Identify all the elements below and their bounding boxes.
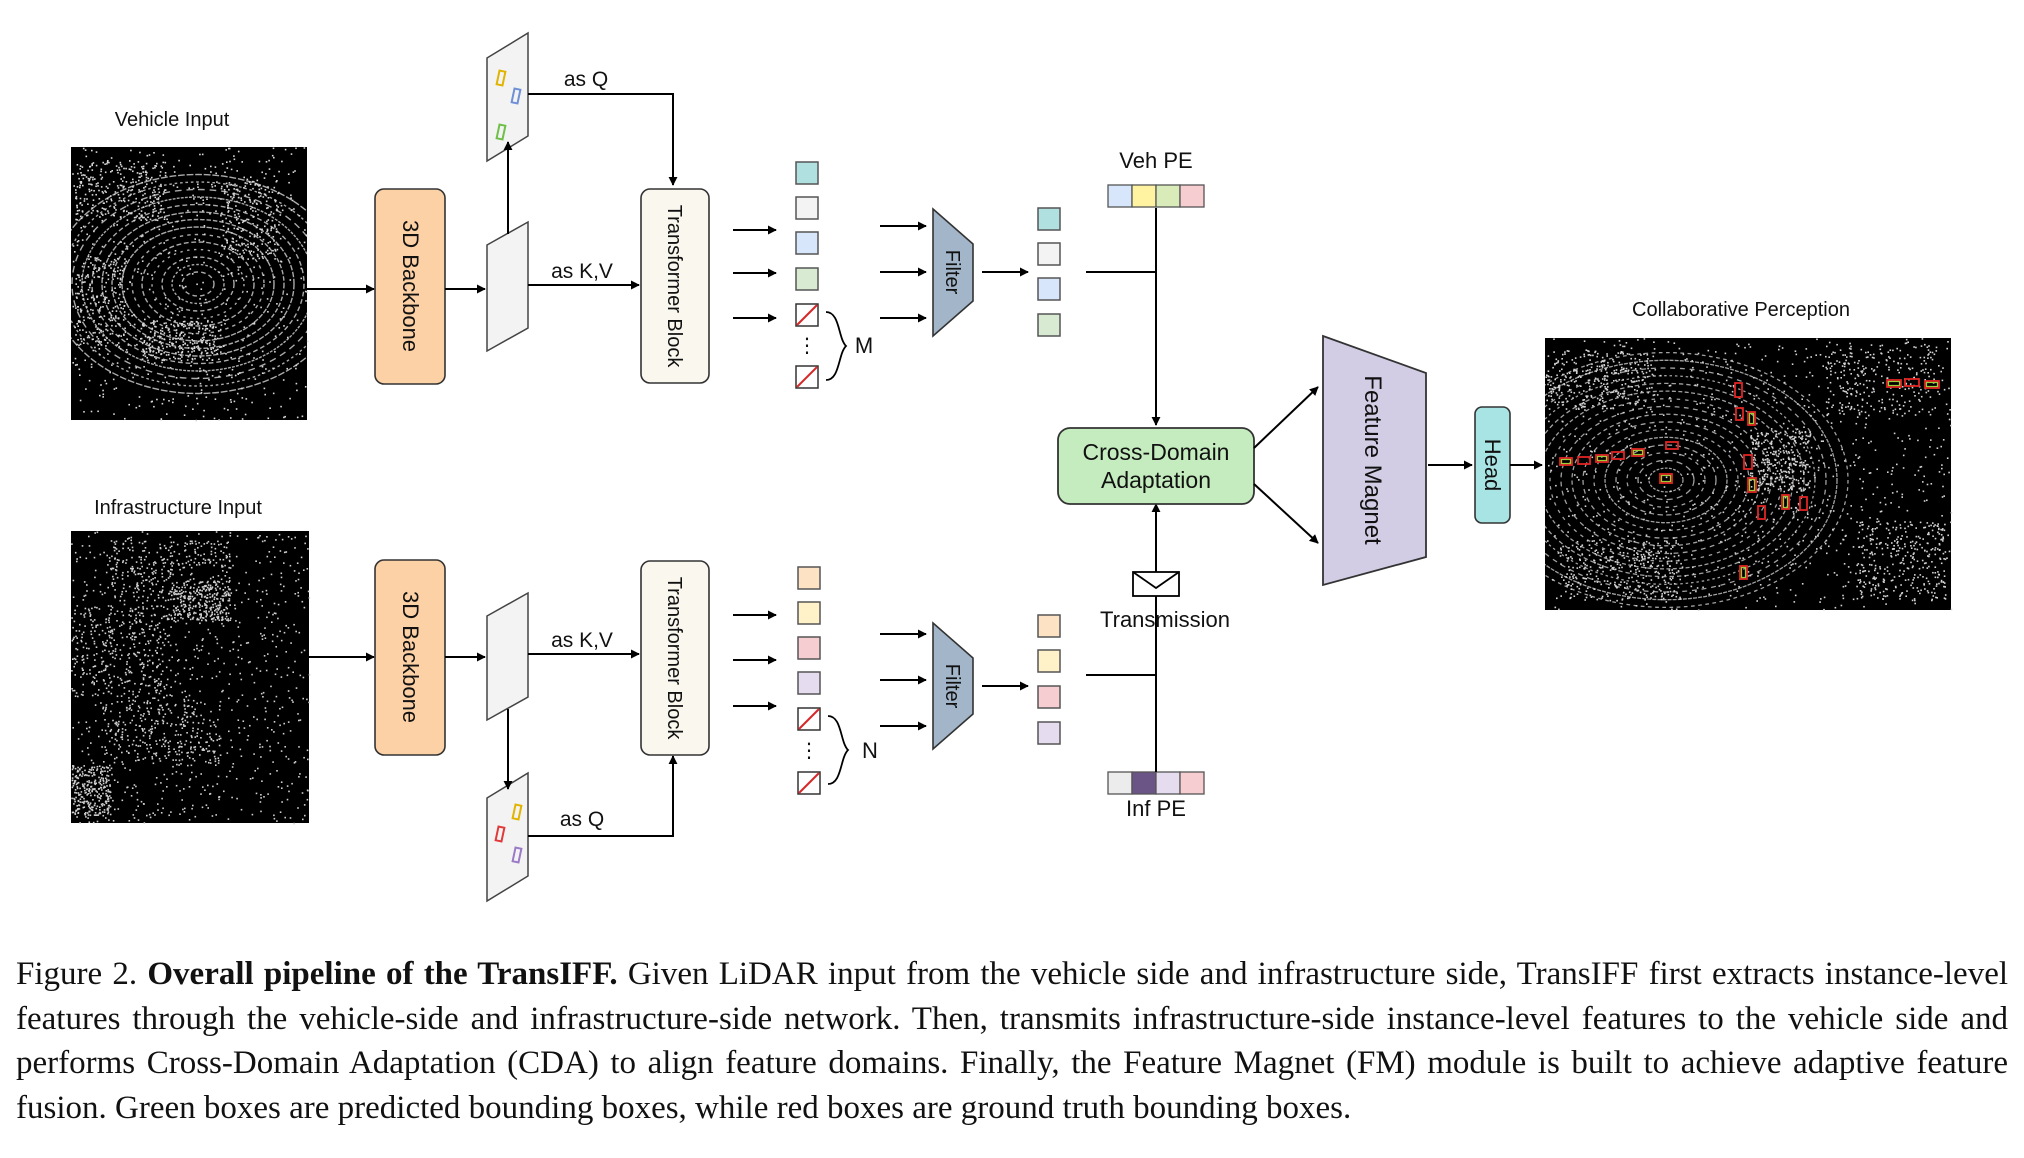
- inf-transformer-output-arrows: [733, 610, 777, 711]
- veh-query-square-4: [795, 267, 819, 291]
- veh-transformer-output-arrows: [733, 225, 777, 323]
- query-count-n: N: [862, 738, 878, 763]
- vehicle-query-features: [795, 161, 819, 291]
- vehicle-query-plane: [486, 31, 529, 163]
- veh-query-square-1: [795, 161, 819, 185]
- infrastructure-query-features: [797, 566, 821, 695]
- veh-query-square-3: [795, 231, 819, 255]
- veh-dots: ⋮: [797, 335, 817, 357]
- feature-magnet-label: Feature Magnet: [1359, 375, 1386, 545]
- inf-filtered-square-3: [1037, 685, 1061, 709]
- veh-pe-cell-3: [1155, 184, 1181, 208]
- veh-filtered-square-4: [1037, 313, 1061, 337]
- vehicle-filter: Filter: [932, 207, 974, 338]
- veh-as-q-label: as Q: [564, 68, 608, 91]
- vehicle-transformer-block: Transformer Block: [640, 188, 710, 384]
- inf-pe-cell-2: [1131, 771, 1157, 795]
- cda-line1: Cross-Domain: [1083, 439, 1230, 465]
- vehicle-backbone: 3D Backbone: [374, 188, 446, 385]
- inf-query-square-4: [797, 671, 821, 695]
- veh-filtered-square-3: [1037, 277, 1061, 301]
- infrastructure-transformer-label: Transformer Block: [663, 577, 685, 741]
- arrow-inf-query-transformer: [528, 755, 678, 837]
- infrastructure-lidar-image: [71, 531, 311, 825]
- infrastructure-query-plane: [486, 771, 529, 903]
- inf-as-q-label: as Q: [560, 808, 604, 831]
- inf-filtered-square-2: [1037, 649, 1061, 673]
- inf-brace: [827, 715, 850, 785]
- veh-pe-cell-2: [1131, 184, 1157, 208]
- transmission-label: Transmission: [1100, 607, 1230, 632]
- infrastructure-filter-label: Filter: [941, 664, 963, 709]
- pipeline-diagram: Vehicle Input Infrastructure Input 3D Ba…: [71, 31, 1953, 903]
- inf-pe-cell-3: [1155, 771, 1181, 795]
- vehicle-backbone-label: 3D Backbone: [398, 220, 423, 352]
- veh-filtered-square-1: [1037, 207, 1061, 231]
- inf-filtered-square-1: [1037, 614, 1061, 638]
- veh-pe-cell-1: [1107, 184, 1133, 208]
- infrastructure-filtered-features: [1037, 614, 1061, 745]
- inf-filtered-square-4: [1037, 721, 1061, 745]
- inf-filter-in-arrows: [880, 629, 927, 731]
- head-label: Head: [1480, 439, 1505, 492]
- inf-query-square-3: [797, 636, 821, 660]
- vehicle-input-label: Vehicle Input: [115, 109, 230, 131]
- veh-pe-label: Veh PE: [1119, 148, 1192, 173]
- infrastructure-filter: Filter: [932, 621, 974, 751]
- inf-pe-label: Inf PE: [1126, 796, 1186, 821]
- arrow-cda-magnet-bottom: [1253, 483, 1319, 544]
- inf-pe-bar: [1107, 771, 1205, 795]
- caption-title: Overall pipeline of the TransIFF.: [147, 956, 618, 992]
- inf-pe-cell-1: [1107, 771, 1133, 795]
- envelope-icon: [1132, 571, 1180, 597]
- infrastructure-transformer-block: Transformer Block: [640, 560, 710, 756]
- inf-query-square-1: [797, 566, 821, 590]
- veh-pe-bar: [1107, 184, 1205, 208]
- veh-brace: [825, 311, 848, 381]
- veh-pe-cell-4: [1179, 184, 1205, 208]
- infrastructure-input-label: Infrastructure Input: [94, 497, 262, 519]
- head-block: Head: [1474, 406, 1511, 524]
- vehicle-transformer-label: Transformer Block: [663, 205, 685, 369]
- figure-caption: Figure 2. Overall pipeline of the TransI…: [16, 952, 2008, 1130]
- arrow-cda-magnet-top: [1253, 386, 1319, 449]
- inf-pe-cell-4: [1179, 771, 1205, 795]
- vehicle-lidar-image: [71, 147, 309, 422]
- caption-label: Figure 2.: [16, 956, 138, 992]
- veh-filtered-square-2: [1037, 242, 1061, 266]
- infrastructure-backbone-label: 3D Backbone: [398, 591, 423, 723]
- vehicle-feature-plane: [486, 220, 529, 353]
- collaborative-perception-image: [1545, 338, 1953, 611]
- infrastructure-null-queries: [797, 707, 821, 795]
- veh-query-square-2: [795, 196, 819, 220]
- inf-dots: ⋮: [799, 740, 819, 762]
- query-count-m: M: [855, 333, 873, 358]
- veh-filter-in-arrows: [880, 221, 927, 323]
- vehicle-null-queries: [795, 303, 819, 389]
- infrastructure-backbone: 3D Backbone: [374, 559, 446, 756]
- caption-body: Given LiDAR input from the vehicle side …: [16, 956, 2009, 1126]
- vehicle-filter-label: Filter: [941, 250, 963, 295]
- arrow-veh-query-transformer: [528, 93, 678, 186]
- infrastructure-feature-plane: [486, 591, 529, 722]
- output-label: Collaborative Perception: [1632, 299, 1850, 321]
- vehicle-filtered-features: [1037, 207, 1061, 337]
- veh-as-kv-label: as K,V: [551, 260, 613, 283]
- cross-domain-adaptation-block: Cross-Domain Adaptation: [1057, 427, 1255, 505]
- inf-query-square-2: [797, 601, 821, 625]
- inf-as-kv-label: as K,V: [551, 629, 613, 652]
- feature-magnet-block: Feature Magnet: [1322, 334, 1427, 587]
- cda-line2: Adaptation: [1101, 467, 1211, 493]
